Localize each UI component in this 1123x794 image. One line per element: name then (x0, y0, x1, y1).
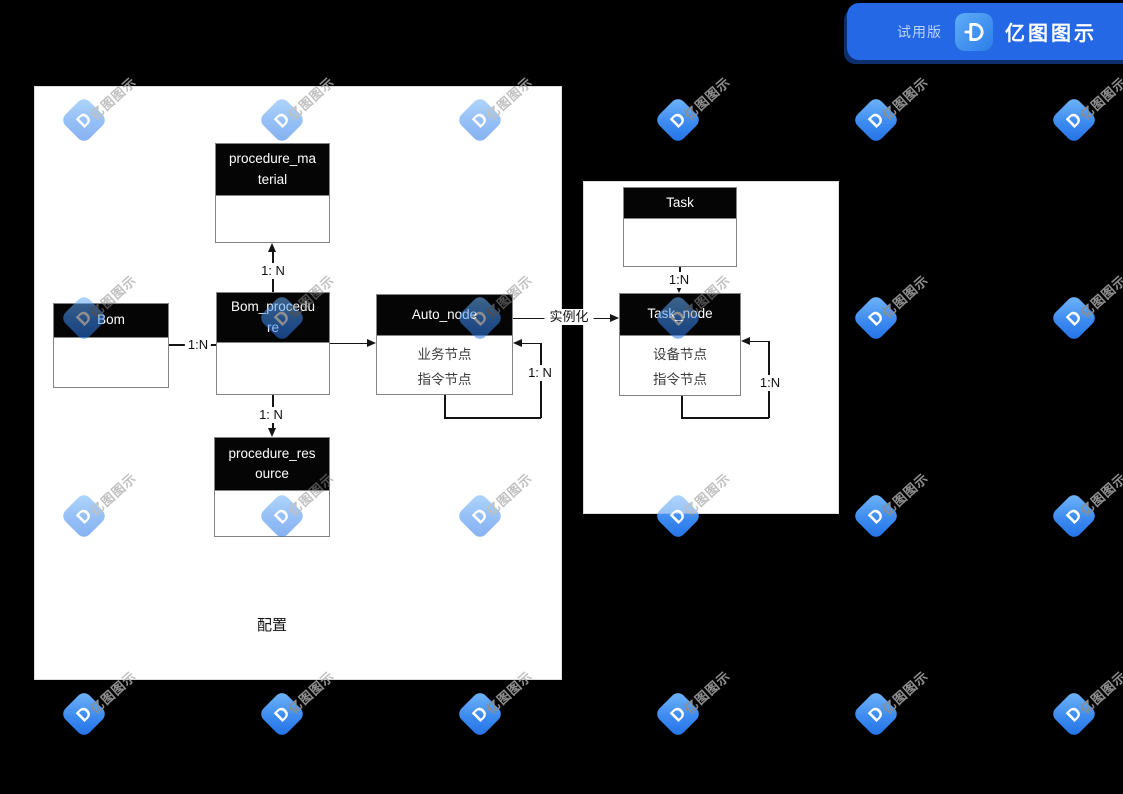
arrowhead-right-icon (610, 313, 619, 322)
entity-body (215, 491, 329, 536)
entity-body (216, 196, 329, 242)
entity-procedure-resource: procedure_res ource (214, 437, 330, 537)
entity-task: Task (623, 187, 737, 267)
arrowhead-left-icon (513, 338, 522, 347)
entity-auto-node: Auto_node 业务节点 指令节点 (376, 294, 513, 395)
autonode-loop-segment (444, 417, 541, 419)
entity-procedure-material: procedure_ma terial (215, 143, 330, 243)
entity-title: Bom_procedu re (217, 293, 329, 343)
entity-body-line: 指令节点 (653, 372, 707, 387)
entity-title: Task (624, 188, 736, 219)
entity-body: 业务节点 指令节点 (377, 336, 512, 394)
connector-label-bom-bomprocedure: 1:N (184, 337, 212, 353)
config-group-label: 配置 (256, 617, 288, 634)
tasknode-loop-segment (681, 396, 683, 418)
arrowhead-left-icon (741, 336, 750, 345)
entity-title: Bom (54, 304, 168, 338)
connector-label-tasknode-loop: 1:N (756, 375, 784, 391)
tasknode-loop-segment (681, 417, 769, 419)
tasknode-loop-segment (750, 340, 769, 342)
arrowhead-down-icon (675, 284, 683, 293)
connector-label-instantiate: 实例化 (544, 309, 594, 325)
arrowhead-right-icon (367, 338, 376, 347)
entity-body (624, 219, 736, 266)
entity-body (54, 338, 168, 387)
connector-bomprocedure-autonode (330, 342, 368, 344)
entity-bom-procedure: Bom_procedu re (216, 292, 330, 395)
entity-body-line: 业务节点 (417, 346, 472, 362)
entity-title: Auto_node (377, 295, 512, 336)
connector-label-bomprocedure-material: 1: N (258, 263, 288, 279)
app-name-label: 亿图图示 (1005, 23, 1097, 45)
arrowhead-down-icon (268, 428, 276, 437)
entity-title: procedure_ma terial (216, 144, 329, 196)
entity-body-line: 设备节点 (653, 347, 707, 362)
arrowhead-up-icon (268, 243, 276, 252)
entity-title: Task_node (620, 294, 740, 336)
entity-body (217, 343, 329, 394)
trial-version-badge[interactable]: 试用版 亿图图示 (847, 3, 1123, 60)
connector-label-task-tasknode: 1:N (665, 272, 693, 288)
entity-task-node: Task_node 设备节点 指令节点 (619, 293, 741, 396)
edraw-logo-icon (955, 12, 993, 51)
entity-title: procedure_res ource (215, 438, 329, 491)
entity-bom: Bom (53, 303, 169, 388)
autonode-loop-segment (444, 395, 446, 418)
connector-label-bomprocedure-resource: 1: N (256, 407, 286, 423)
trial-label: 试用版 (897, 23, 942, 40)
entity-body: 设备节点 指令节点 (620, 336, 740, 395)
connector-label-autonode-loop: 1: N (525, 365, 555, 381)
autonode-loop-segment (522, 342, 541, 344)
entity-body-line: 指令节点 (417, 371, 472, 387)
